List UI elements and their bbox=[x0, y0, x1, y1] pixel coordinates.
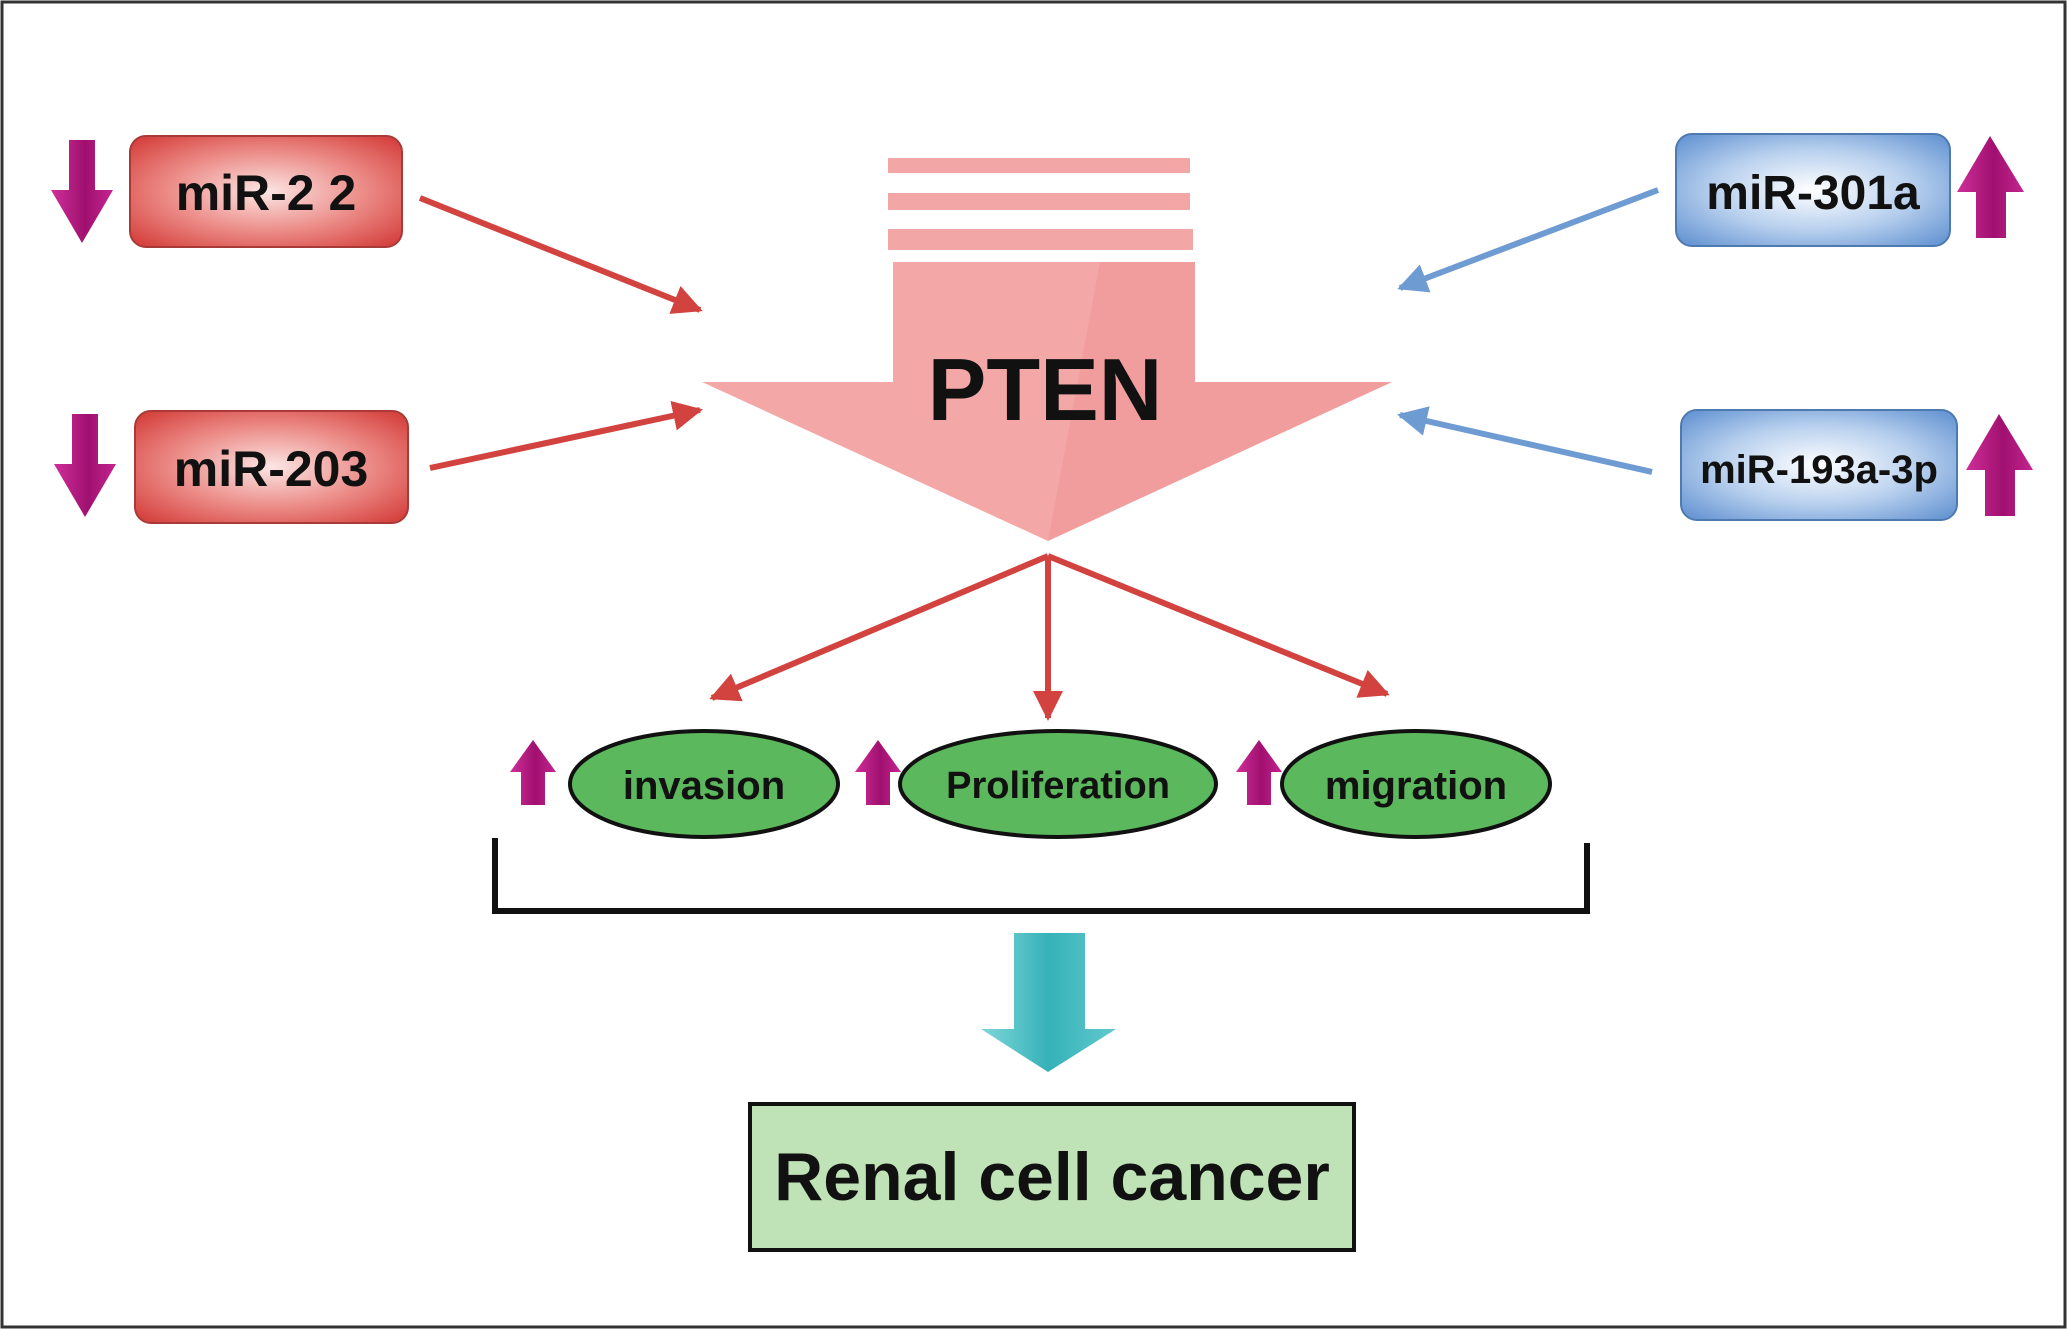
arrow-mir-left-top-to-pten bbox=[418, 195, 703, 314]
result-renal-cell-cancer: Renal cell cancer bbox=[748, 1102, 1356, 1252]
mir-left-bottom: miR-203 bbox=[54, 410, 409, 524]
result-arrow bbox=[981, 933, 1116, 1072]
arrow-pten-to-invasion bbox=[709, 553, 1050, 702]
outcome-migration: migration bbox=[1236, 729, 1552, 839]
result-box bbox=[748, 1102, 1356, 1252]
up-arrow-icon bbox=[510, 740, 556, 805]
up-arrow-icon bbox=[1966, 414, 2033, 516]
outcome-proliferation-ellipse bbox=[898, 729, 1218, 839]
result-label: Renal cell cancer bbox=[774, 1139, 1330, 1215]
outcome-proliferation-label: Proliferation bbox=[946, 765, 1170, 807]
mir-left-top-box bbox=[129, 135, 403, 248]
mir-left-top: miR-2 2 bbox=[51, 135, 403, 248]
pten-label: PTEN bbox=[928, 340, 1163, 439]
mir-left-top-label: miR-2 2 bbox=[176, 165, 357, 221]
up-arrow-icon bbox=[855, 740, 901, 805]
outcome-invasion: invasion bbox=[510, 729, 840, 839]
mir-right-top-label: miR-301a bbox=[1706, 167, 1920, 220]
pten-arrow: PTEN bbox=[702, 158, 1392, 541]
mir-left-bottom-box bbox=[134, 410, 409, 524]
outcome-migration-label: migration bbox=[1325, 764, 1507, 808]
up-arrow-icon bbox=[1957, 136, 2024, 238]
outcomes-bracket bbox=[492, 838, 1590, 914]
outcome-invasion-label: invasion bbox=[623, 764, 785, 808]
outcome-migration-ellipse bbox=[1280, 729, 1552, 839]
up-arrow-icon bbox=[1236, 740, 1282, 805]
mir-left-bottom-label: miR-203 bbox=[174, 441, 369, 497]
arrow-mir-left-bottom-to-pten bbox=[429, 401, 703, 471]
mir-right-top: miR-301a bbox=[1675, 133, 2024, 247]
down-arrow-icon bbox=[51, 140, 113, 243]
outcome-proliferation: Proliferation bbox=[855, 729, 1218, 839]
arrow-mir-right-bottom-to-pten bbox=[1397, 406, 1653, 475]
outcome-invasion-ellipse bbox=[568, 729, 840, 839]
down-arrow-icon bbox=[54, 414, 116, 517]
arrow-mir-right-top-to-pten bbox=[1397, 187, 1660, 293]
mir-right-bottom-box bbox=[1680, 409, 1958, 521]
mir-right-top-box bbox=[1675, 133, 1951, 247]
mir-right-bottom: miR-193a-3p bbox=[1680, 409, 2033, 521]
arrow-pten-to-migration bbox=[1046, 553, 1390, 698]
mir-right-bottom-label: miR-193a-3p bbox=[1700, 448, 1938, 492]
